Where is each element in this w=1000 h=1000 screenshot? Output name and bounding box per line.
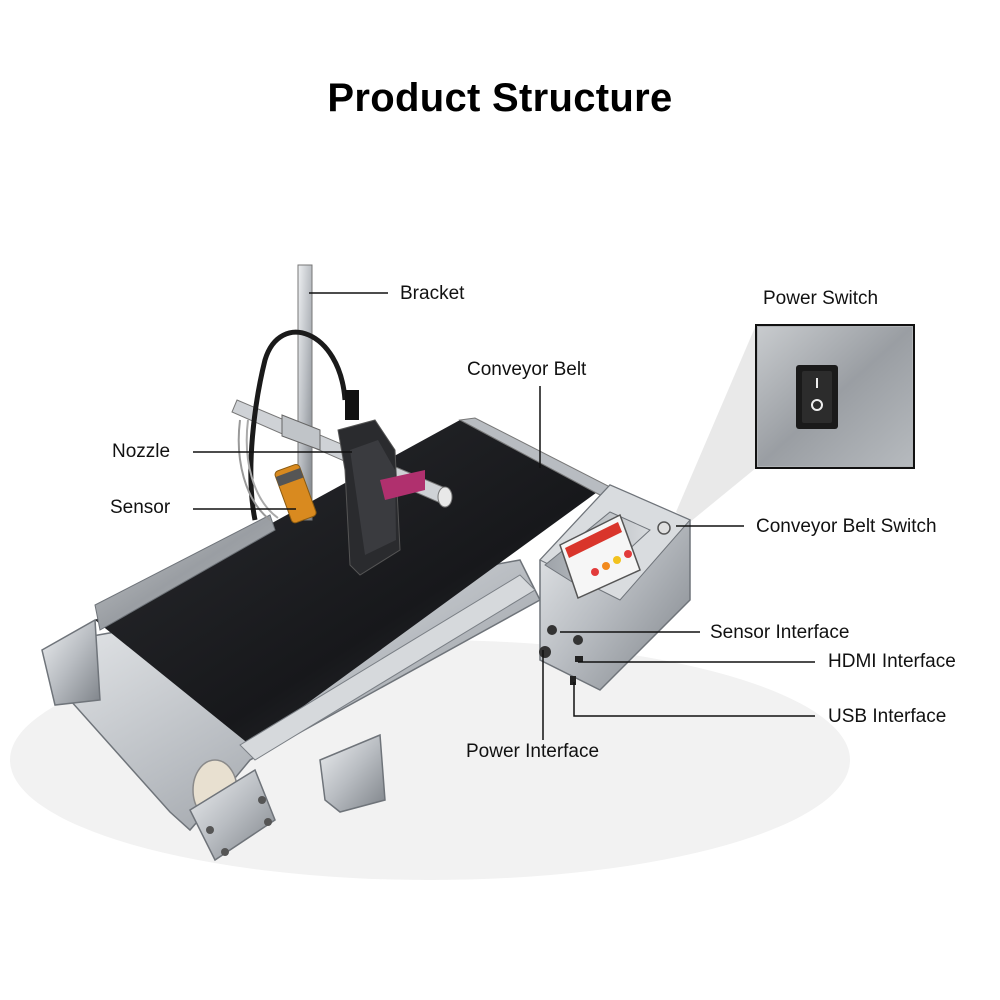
leader-usb-interface	[573, 682, 815, 717]
support-leg	[319, 733, 386, 813]
switch-off-mark	[811, 399, 823, 411]
sensor-wire	[237, 419, 271, 521]
bolt	[206, 826, 214, 834]
label-power-switch: Power Switch	[763, 288, 879, 309]
conveyor-belt-switch-knob	[657, 521, 671, 535]
bolt	[221, 848, 229, 856]
label-bracket: Bracket	[400, 283, 465, 304]
label-sensor-interface: Sensor Interface	[710, 622, 850, 643]
callout-cone	[676, 325, 756, 522]
nozzle-face	[350, 440, 396, 555]
cable-connector	[345, 390, 359, 420]
screen-icon	[602, 562, 610, 570]
label-nozzle: Nozzle	[112, 441, 171, 462]
page-title: Product Structure	[327, 76, 673, 120]
front-guide-rail	[239, 574, 536, 761]
sensor-body	[274, 463, 317, 524]
rear-end-block	[41, 618, 101, 706]
rocker-face	[802, 371, 832, 423]
screen-icon	[591, 568, 599, 576]
clamp-block	[281, 414, 321, 451]
screen-header	[565, 522, 622, 558]
screen-icon	[624, 550, 632, 558]
bolt	[258, 796, 266, 804]
usb-port	[570, 676, 576, 685]
power-port	[539, 646, 551, 658]
label-conveyor-belt: Conveyor Belt	[467, 359, 587, 380]
label-conveyor-belt-switch: Conveyor Belt Switch	[756, 516, 937, 537]
ink-cartridge	[380, 470, 425, 500]
sensor-wire	[245, 419, 279, 519]
hdmi-port	[575, 656, 583, 662]
touch-screen	[559, 513, 641, 600]
label-power-interface: Power Interface	[466, 741, 600, 762]
label-sensor: Sensor	[110, 497, 171, 518]
conveyor-belt-surface	[95, 420, 600, 745]
label-usb-interface: USB Interface	[828, 706, 947, 727]
crossbar-end	[437, 486, 453, 508]
nozzle-cable	[248, 329, 348, 521]
left-guard-plate	[94, 514, 276, 631]
sensor-port	[547, 625, 557, 635]
leader-lines	[193, 292, 815, 740]
label-hdmi-interface: HDMI Interface	[828, 651, 956, 672]
screen-icon	[613, 556, 621, 564]
front-end-block	[189, 768, 276, 862]
bracket-post	[297, 264, 313, 521]
sensor-port	[573, 635, 583, 645]
bolt	[264, 818, 272, 826]
